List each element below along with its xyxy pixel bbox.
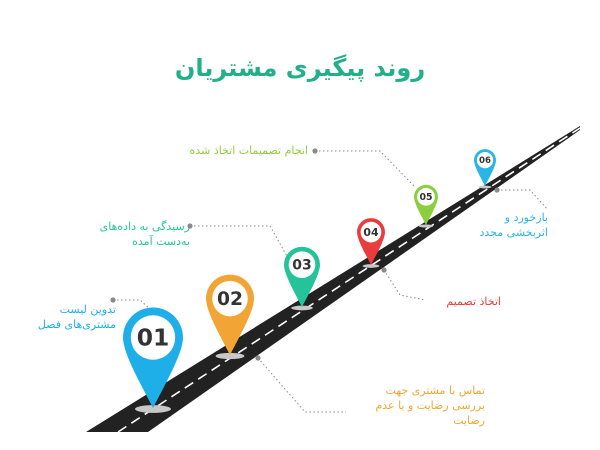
pin-number-05: 05 [419, 192, 432, 203]
pin-shadow [478, 185, 492, 189]
connector-04 [383, 269, 426, 301]
milestone-pins: 01 02 03 04 05 06 [123, 149, 496, 413]
step-label-line: رضایت [453, 414, 485, 427]
connector-06 [497, 189, 549, 211]
step-label-line: اثربخشی مجدد [479, 226, 549, 239]
pin-face [476, 152, 494, 169]
step-label-01: تدوین لیست مشتری‌های فصل [38, 302, 116, 332]
pin-shadow [362, 264, 380, 268]
step-label-line: به‌دست آمده [132, 235, 190, 248]
road-center-line [117, 127, 581, 433]
pin-face [417, 187, 435, 206]
infographic-title: روند پیگیری مشتریان [174, 54, 426, 82]
connector-dot-03 [187, 223, 193, 229]
pin-face [360, 221, 382, 243]
pin-face [130, 315, 176, 360]
pin-shadow [418, 224, 434, 228]
step-label-02: تماس با مشتری جهت بررسی رضایت و یا عدم رضا… [375, 383, 485, 428]
step-label-line: مشتری‌های فصل [37, 318, 116, 331]
step-label-05: انجام تصمیمات اتخاذ شده [190, 143, 308, 158]
pin-shadow [215, 352, 245, 360]
connector-05 [315, 150, 415, 187]
step-label-line: تماس با مشتری جهت [385, 384, 485, 397]
step-label-line: بازخورد و [504, 211, 548, 224]
connector-01 [113, 299, 159, 317]
pin-shadow [135, 405, 171, 413]
step-label-line: تدوین لیست [59, 303, 116, 316]
pin-04: 04 [357, 218, 385, 268]
pin-number-04: 04 [363, 226, 379, 239]
road-surface [86, 126, 580, 432]
road [86, 126, 581, 433]
connector-dot-04 [381, 267, 387, 273]
pin-number-02: 02 [217, 289, 243, 310]
pin-shadow [291, 305, 313, 311]
connector-03 [190, 225, 289, 259]
pin-05: 05 [414, 184, 438, 228]
pin-number-01: 01 [137, 324, 170, 352]
connector-02 [257, 357, 346, 413]
step-label-line: انجام تصمیمات اتخاذ شده [189, 144, 308, 157]
pin-face [288, 251, 316, 279]
step-label-line: اتخاذ تصمیم [446, 295, 501, 308]
pin-06: 06 [474, 149, 496, 189]
step-label-06: بازخورد و اثربخشی مجدد [480, 210, 549, 240]
connector-dot-01 [110, 297, 116, 303]
pin-number-06: 06 [479, 156, 491, 166]
pin-03: 03 [284, 246, 320, 311]
pin-02: 02 [206, 274, 254, 360]
connector-dot-06 [494, 187, 500, 193]
connector-dot-02 [255, 355, 261, 361]
connector-dot-05 [312, 148, 318, 154]
connector-lines [110, 148, 549, 413]
step-label-04: اتخاذ تصمیم [446, 294, 501, 309]
pin-face [212, 280, 248, 317]
pin-01: 01 [123, 307, 183, 413]
step-label-line: رسیدگی به داده‌های [99, 220, 190, 233]
step-label-line: بررسی رضایت و یا عدم [375, 399, 485, 412]
pin-number-03: 03 [292, 258, 311, 274]
step-label-03: رسیدگی به داده‌های به‌دست آمده [100, 219, 190, 249]
